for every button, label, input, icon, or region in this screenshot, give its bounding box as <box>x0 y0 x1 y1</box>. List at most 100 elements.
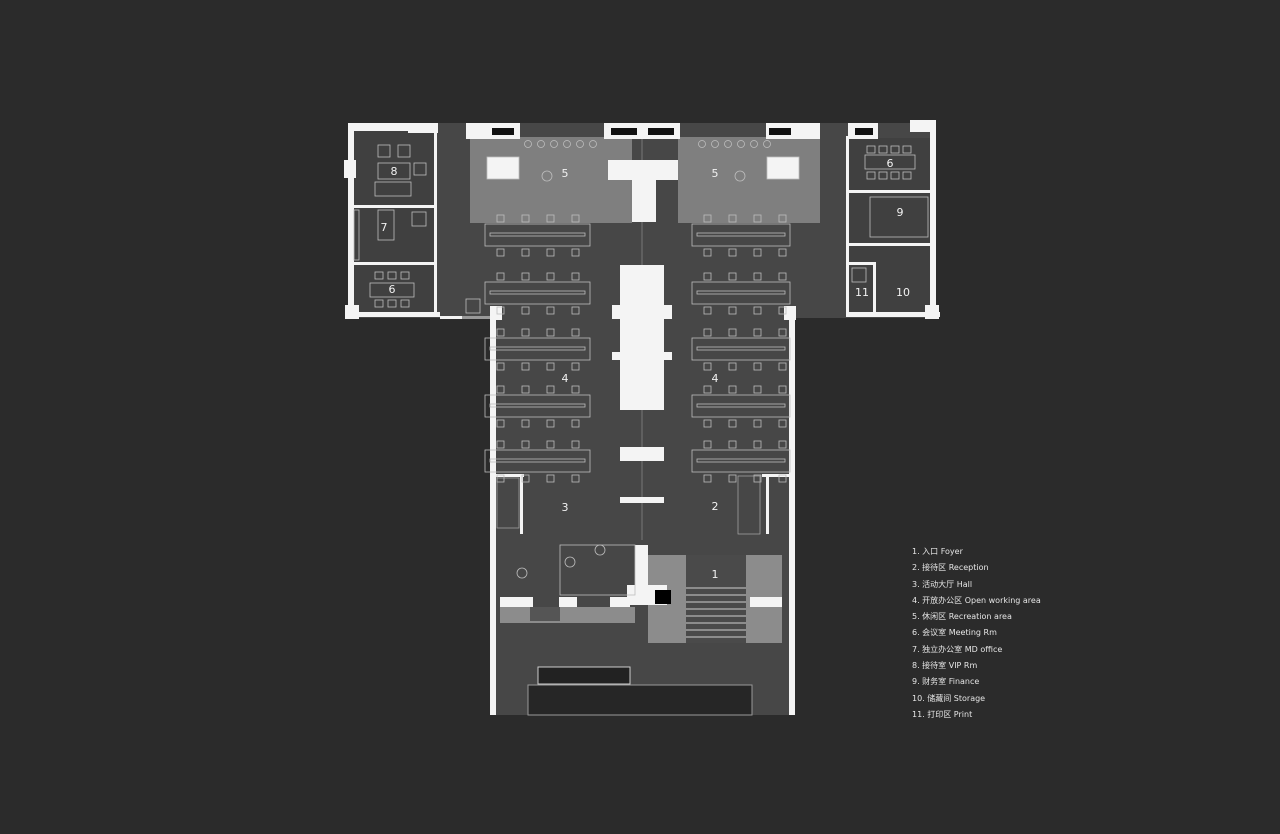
room-label-meeting-right: 6 <box>887 157 894 170</box>
desk <box>484 223 591 247</box>
chair <box>878 171 888 180</box>
chair <box>496 328 505 337</box>
chair <box>902 145 912 154</box>
chair <box>728 248 737 257</box>
chair <box>728 419 737 428</box>
legend-item-meeting-room: 6. 会议室 Meeting Rm <box>912 628 997 638</box>
legend-item-open-working-area: 4. 开放办公区 Open working area <box>912 595 1041 605</box>
room-label-open-right: 4 <box>712 372 719 385</box>
desk-screen <box>696 458 786 463</box>
chair <box>728 306 737 315</box>
chair <box>878 145 888 154</box>
chair <box>546 385 555 394</box>
chair <box>521 419 530 428</box>
chair <box>546 214 555 223</box>
chair <box>728 440 737 449</box>
hall-counter <box>559 544 636 596</box>
room-label-open-left: 4 <box>562 372 569 385</box>
legend-item-finance: 9. 财务室 Finance <box>912 677 980 687</box>
chair <box>753 362 762 371</box>
md-chair <box>411 211 427 227</box>
stool <box>537 140 545 148</box>
chair <box>703 272 712 281</box>
chair <box>703 474 712 483</box>
chair <box>703 328 712 337</box>
stool <box>724 140 732 148</box>
chair <box>546 306 555 315</box>
stool <box>750 140 758 148</box>
chair <box>571 419 580 428</box>
armchair <box>397 144 411 158</box>
chair <box>387 271 397 280</box>
armchair <box>413 162 427 176</box>
chair <box>728 362 737 371</box>
legend-item-print: 11. 打印区 Print <box>912 709 973 719</box>
sofa <box>374 181 412 197</box>
chair <box>571 362 580 371</box>
chair <box>546 419 555 428</box>
chair <box>571 440 580 449</box>
chair <box>728 328 737 337</box>
printer <box>851 267 867 283</box>
desk <box>691 223 791 247</box>
chair <box>496 419 505 428</box>
chair <box>546 272 555 281</box>
room-label-rec-right: 5 <box>712 167 719 180</box>
chair <box>521 328 530 337</box>
stool <box>737 140 745 148</box>
chair <box>374 271 384 280</box>
chair <box>728 272 737 281</box>
legend-item-storage: 10. 储藏间 Storage <box>912 693 986 703</box>
desk <box>484 449 591 473</box>
corridor-strip <box>500 607 635 623</box>
chair <box>546 474 555 483</box>
finance-desk <box>869 196 929 238</box>
chair <box>521 306 530 315</box>
meeting-table <box>864 154 916 170</box>
room-label-storage: 10 <box>896 286 910 299</box>
room-label-print: 11 <box>855 286 869 299</box>
chair <box>778 272 787 281</box>
legend: 1. 入口 Foyer 2. 接待区 Reception 3. 活动大厅 Hal… <box>912 544 1041 723</box>
room-label-hall: 3 <box>562 501 569 514</box>
chair <box>753 474 762 483</box>
stool <box>763 140 771 148</box>
stool <box>550 140 558 148</box>
chair <box>753 419 762 428</box>
entrance-planter <box>527 684 753 716</box>
chair <box>496 248 505 257</box>
chair <box>496 272 505 281</box>
desk <box>691 281 791 305</box>
chair <box>496 214 505 223</box>
chair <box>387 299 397 308</box>
chair <box>753 248 762 257</box>
stool <box>563 140 571 148</box>
counter <box>486 156 520 180</box>
chair <box>546 440 555 449</box>
chair <box>778 328 787 337</box>
chair <box>571 214 580 223</box>
chair <box>521 362 530 371</box>
chair <box>890 145 900 154</box>
desk-screen <box>489 458 586 463</box>
stool <box>524 140 532 148</box>
legend-item-reception: 2. 接待区 Reception <box>912 563 989 573</box>
room-label-foyer: 1 <box>712 568 719 581</box>
chair <box>778 474 787 483</box>
printer <box>465 298 481 314</box>
chair <box>400 299 410 308</box>
chair <box>571 306 580 315</box>
chair <box>753 328 762 337</box>
chair <box>753 214 762 223</box>
chair <box>571 474 580 483</box>
legend-item-foyer: 1. 入口 Foyer <box>912 547 963 556</box>
reception-desk <box>737 475 761 535</box>
desk <box>484 337 591 361</box>
coffee-table <box>734 170 746 182</box>
chair <box>496 385 505 394</box>
chair <box>866 145 876 154</box>
desk-screen <box>489 232 586 237</box>
recreation-area-left <box>470 137 632 223</box>
room-label-rec-left: 5 <box>562 167 569 180</box>
chair <box>400 271 410 280</box>
